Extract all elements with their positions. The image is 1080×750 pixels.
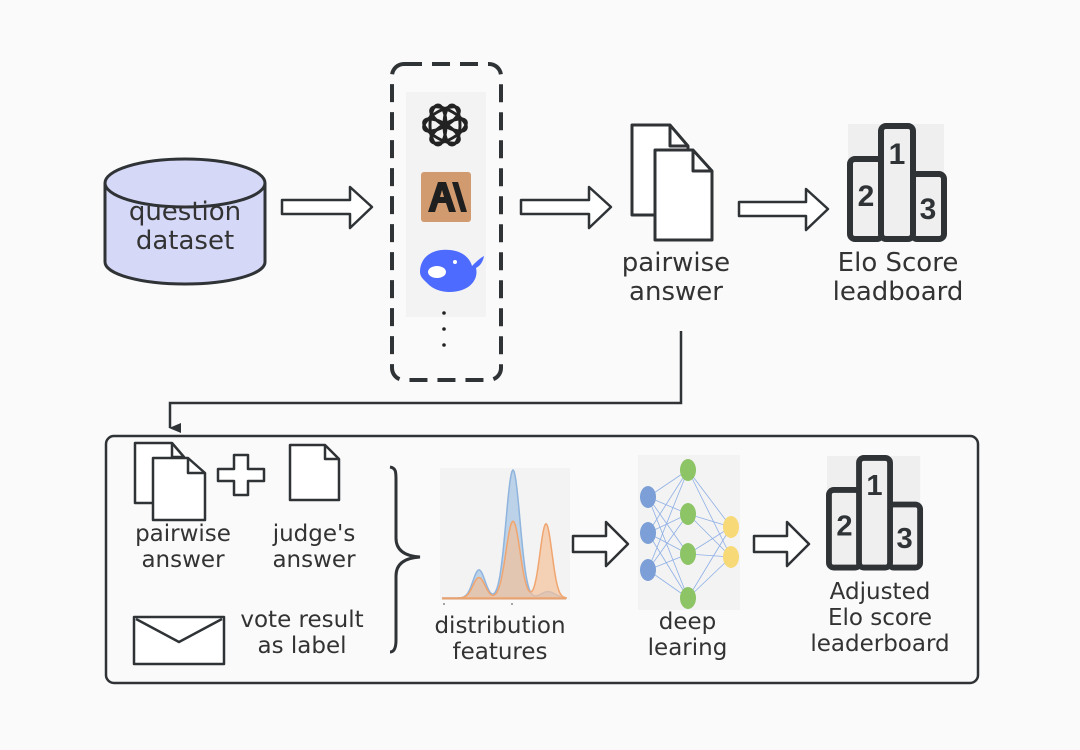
nn-connection [647,496,689,599]
nn-connection [647,469,689,571]
judges-answer-document-icon [288,443,341,502]
nn-node [640,522,656,544]
nn-node [723,546,739,568]
nn-node [723,516,739,538]
flow-arrow-3 [737,187,830,232]
training-pipeline-box [104,434,980,685]
adjusted-leaderboard-podium-icon: 12 3 [826,455,924,571]
pairwise-answer-documents-icon-small [133,441,207,522]
podium-rank-1: 1 [866,470,882,502]
deep-learning-label: deep learing [647,609,728,661]
pairwise-answer-documents-icon [630,123,714,242]
podium-rank-1: 1 [889,138,906,171]
podium-rank-2: 2 [858,180,875,213]
podium-rank-3: 3 [897,523,913,555]
neural-network-icon [638,455,740,610]
adjusted-leaderboard-label: Adjusted Elo score leaderboard [810,579,950,657]
podium-rank-3: 3 [920,193,937,226]
flow-arrow-5 [752,520,811,568]
judges-answer-label: judge's answer [272,521,356,573]
podium-rank-2: 2 [836,511,852,543]
anthropic-logo-icon [421,172,471,222]
nn-node [640,486,656,508]
nn-connection [687,556,732,599]
nn-connection [687,513,732,558]
nn-connection [687,469,732,528]
elo-leaderboard-label: Elo Score leadboard [832,248,964,308]
pairwise-answer-label: pairwise answer [621,248,731,308]
podium-step-1 [856,455,893,571]
flow-arrow-1 [280,185,374,230]
nn-connection [647,496,689,555]
models-group-box [390,62,503,382]
nn-connection [647,513,689,571]
distribution-features-chart [440,468,570,605]
envelope-icon [132,615,226,666]
deepseek-whale-logo-icon [420,249,484,292]
nn-node [680,503,696,525]
nn-node [680,587,696,609]
connector-line [168,331,683,433]
question-dataset-label: question dataset [128,197,242,257]
nn-connection [687,469,732,558]
nn-node [680,459,696,481]
more-models-ellipsis [442,311,446,347]
nn-node [640,559,656,581]
plus-icon [216,453,266,497]
flow-arrow-4 [571,520,630,568]
distribution-series-orange [442,520,567,599]
bottom-pairwise-answer-label: pairwise answer [135,521,231,573]
nn-connection [647,469,689,534]
openai-logo-icon [422,103,468,147]
flow-arrow-2 [519,185,613,230]
nn-node [680,543,696,565]
elo-leaderboard-podium-icon: 12 3 [847,123,947,242]
question-dataset-cylinder [103,157,267,286]
nn-connection [687,526,732,599]
distribution-features-label: distribution features [434,613,566,665]
nn-connection [647,532,689,599]
vote-result-label: vote result as label [240,607,364,659]
curly-brace [389,465,421,654]
podium-step-1 [878,123,916,242]
